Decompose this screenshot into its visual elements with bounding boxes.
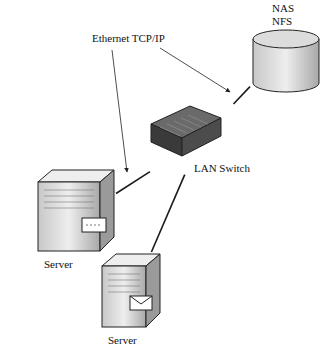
drive-icon-detail <box>86 225 102 226</box>
envelope-flap <box>130 296 152 304</box>
storage-cylinder-top <box>253 30 319 48</box>
server-node: Server <box>100 252 162 347</box>
server-vent <box>108 274 140 275</box>
switch-node: LAN Switch <box>150 104 250 175</box>
server1-icon <box>36 168 116 254</box>
server-vent <box>44 196 94 197</box>
server2-icon <box>100 252 162 330</box>
leader-line <box>112 50 127 172</box>
server-side-face <box>146 254 160 327</box>
network-label: Ethernet TCP/IP <box>92 32 165 45</box>
switch-icon <box>150 104 222 158</box>
server-side-face <box>100 170 114 251</box>
network-cable <box>151 175 184 252</box>
server-vent <box>108 286 140 287</box>
switch-side-face <box>182 118 221 156</box>
storage-node: NAS NFS <box>250 2 322 95</box>
server-vent <box>44 208 94 209</box>
server-node: Server <box>36 168 116 271</box>
server-vent <box>108 292 140 293</box>
network-cable <box>233 87 250 104</box>
envelope-icon <box>130 296 152 310</box>
drive-icon <box>82 218 106 232</box>
node-label: NAS NFS <box>272 2 298 27</box>
node-label: Server <box>108 334 162 347</box>
server-front-face <box>38 182 100 251</box>
network-cable <box>116 172 150 194</box>
leader-line <box>160 48 230 92</box>
switch-texture <box>188 115 208 124</box>
nas-icon <box>250 29 322 95</box>
server-vent <box>44 190 94 191</box>
server-vent <box>108 280 140 281</box>
server-vent <box>44 202 94 203</box>
node-label: LAN Switch <box>194 162 250 175</box>
